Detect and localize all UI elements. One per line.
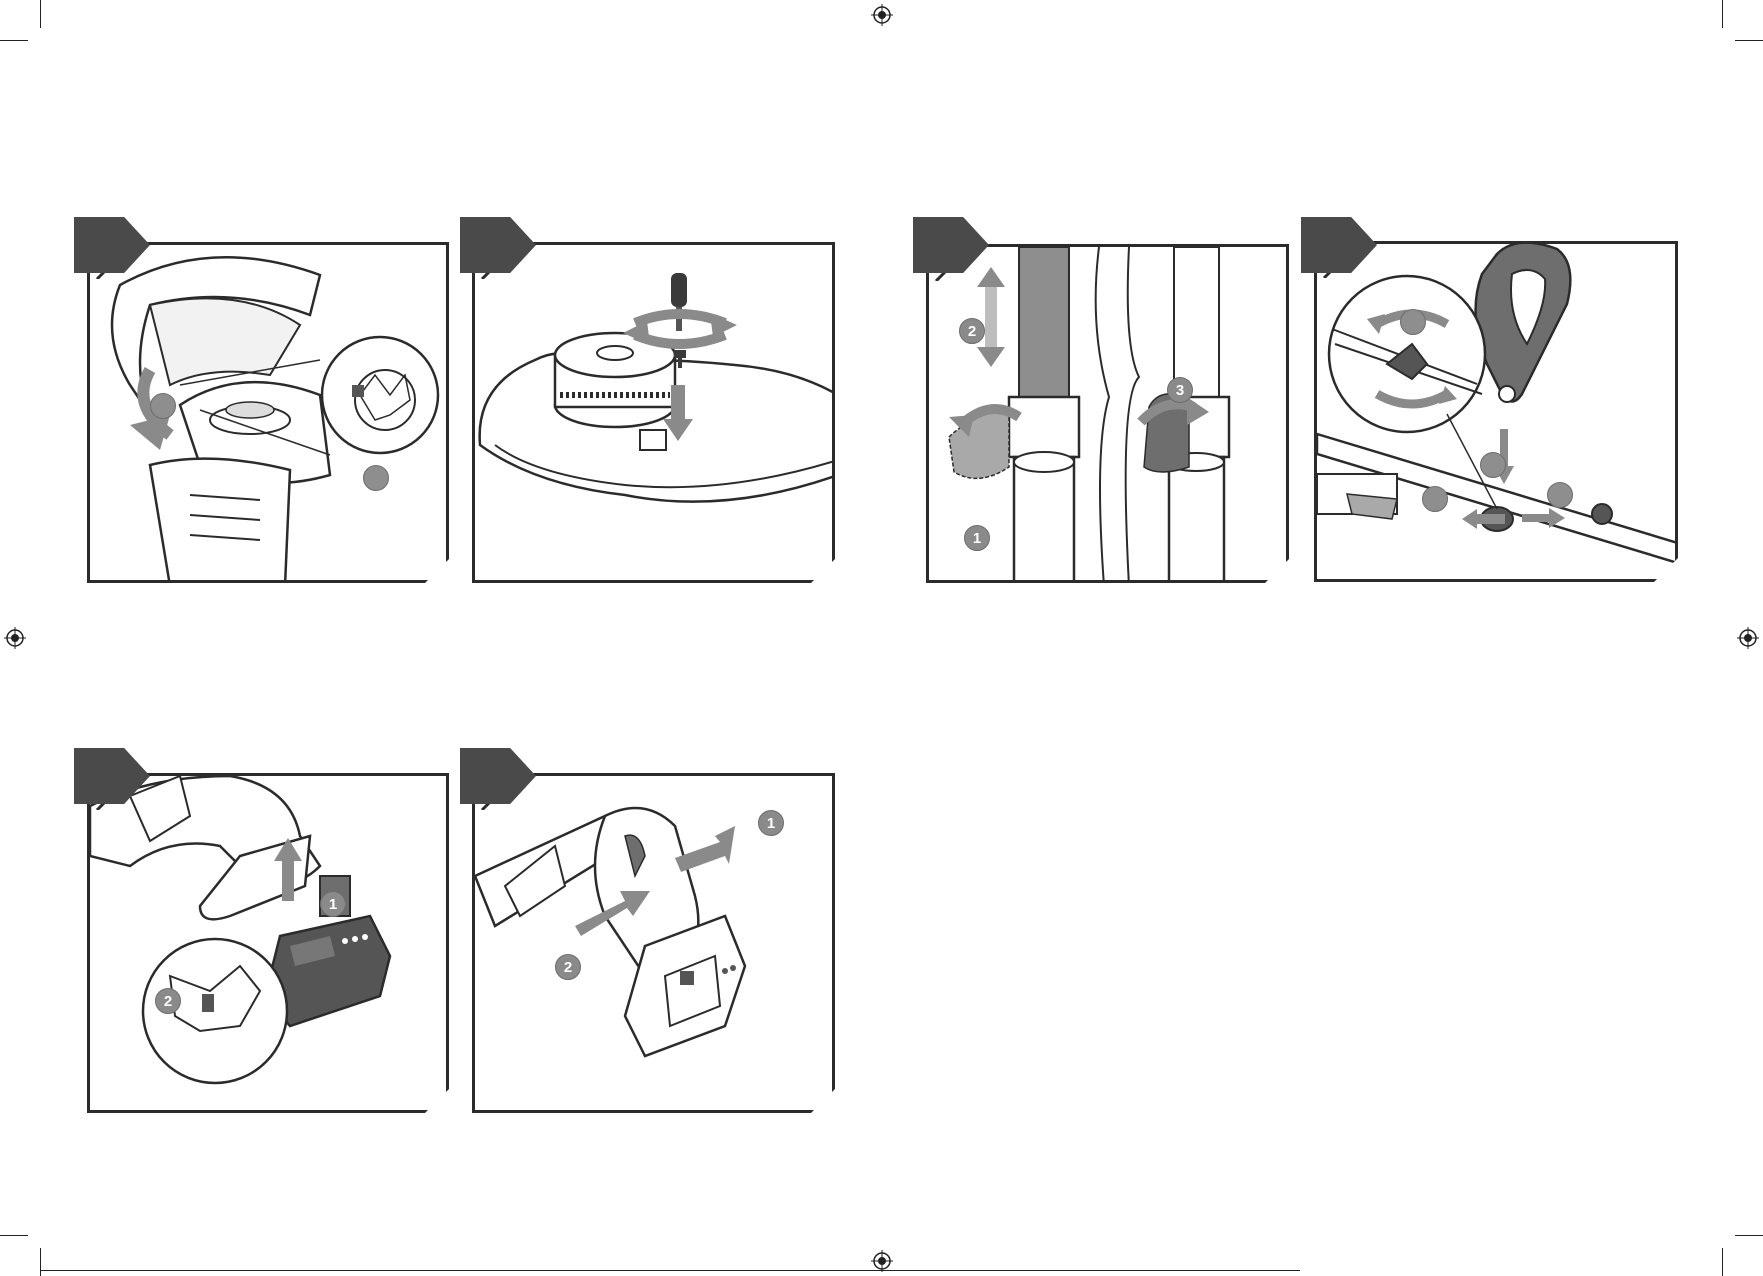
callout-badge: 1 [964,525,990,551]
crop-mark [1735,1235,1763,1236]
collar-icon [1009,397,1079,457]
panel-guard-attach [87,242,449,583]
panel-battery-insert: 1 2 [87,773,449,1113]
callout-badge: 3 [1167,377,1193,403]
screwdriver-icon [671,273,687,307]
panel-power-on: 1 2 [472,773,835,1113]
callout-badge [1480,452,1506,478]
callout-badge: 1 [320,891,346,917]
crop-mark [1722,0,1723,28]
press-arrow-icon [675,826,735,872]
up-arrow-icon [282,856,294,901]
crop-mark [1722,1248,1723,1276]
callout-badge: 2 [959,318,985,344]
crop-mark [0,1235,28,1236]
panel-guard-screw [472,242,835,583]
crop-mark [0,40,28,41]
guard-icon [90,245,449,583]
slide-arrow-icon [977,267,1005,287]
panel-shaft-collar: 1 2 3 [926,244,1289,583]
callout-badge [1422,486,1448,512]
screw-icon [674,350,686,358]
crop-mark [40,0,41,28]
callout-badge: 1 [758,810,784,836]
registration-mark-icon [871,1250,893,1272]
callout-badge [1400,309,1426,335]
callout-badge: 2 [555,954,581,980]
page-bottom-rule [40,1270,1300,1271]
callout-badge [1547,482,1573,508]
registration-mark-icon [4,627,26,649]
lock-off-button-icon [680,971,694,985]
callout-badge: 2 [155,988,181,1014]
registration-mark-icon [871,4,893,26]
registration-mark-icon [1737,627,1759,649]
crop-mark [40,1248,41,1276]
callout-badge [363,465,389,491]
callout-badge [150,393,176,419]
knob-icon [1592,504,1612,524]
down-arrow-icon [671,385,685,421]
panel-aux-handle [1314,241,1678,582]
crop-mark [1735,40,1763,41]
